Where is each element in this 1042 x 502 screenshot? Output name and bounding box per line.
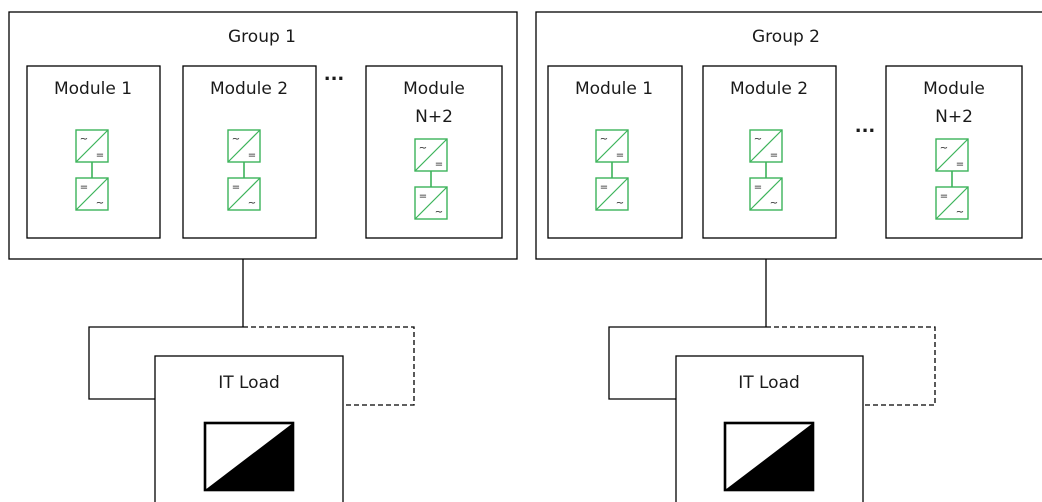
rectifier-icon: ~ = [749, 129, 783, 163]
dc-symbol: = [940, 191, 948, 202]
ac-symbol: ~ [956, 207, 964, 218]
load-icon [723, 421, 815, 492]
dc-symbol: = [754, 182, 762, 193]
module-label-line-1: Module [403, 79, 465, 99]
dc-symbol: = [248, 150, 256, 161]
group-1-module-1: Module 1 ~ = = ~ [26, 65, 161, 239]
ac-symbol: ~ [248, 198, 256, 209]
dc-symbol: = [419, 191, 427, 202]
rectifier-icon: ~ = [227, 129, 261, 163]
converter-pair: ~ = = ~ [414, 138, 448, 220]
dc-symbol: = [96, 150, 104, 161]
load-icon [203, 421, 295, 492]
rectifier-icon: ~ = [75, 129, 109, 163]
ac-symbol: ~ [600, 134, 608, 145]
group-2: Group 2 Module 1 ~ = = ~ [535, 11, 1042, 502]
converter-pair: ~ = = ~ [935, 138, 969, 220]
group-2-distribution [608, 259, 936, 406]
group-1-title: Group 1 [228, 27, 296, 47]
it-load-label: IT Load [218, 373, 280, 393]
rectifier-icon: ~ = [414, 138, 448, 172]
module-label-line-2: N+2 [935, 107, 973, 127]
group-2-primary-feed [608, 326, 766, 400]
dc-symbol: = [770, 150, 778, 161]
inverter-icon: = ~ [414, 186, 448, 220]
group-2-secondary-feed [766, 326, 936, 406]
group-1-primary-feed [88, 326, 243, 400]
dc-symbol: = [80, 182, 88, 193]
ac-symbol: ~ [770, 198, 778, 209]
dc-symbol: = [956, 159, 964, 170]
more-modules-ellipsis: ... [324, 64, 345, 85]
dc-symbol: = [435, 159, 443, 170]
more-modules-ellipsis: ... [855, 116, 876, 137]
dc-symbol: = [232, 182, 240, 193]
module-label: Module 2 [730, 79, 808, 99]
converter-pair: ~ = = ~ [749, 129, 783, 211]
inverter-icon: = ~ [595, 177, 629, 211]
rectifier-icon: ~ = [595, 129, 629, 163]
module-label-line-1: Module [923, 79, 985, 99]
module-label-line-2: N+2 [415, 107, 453, 127]
group-2-module-n-plus-2: Module N+2 ~ = = ~ [885, 65, 1023, 239]
module-label: Module 2 [210, 79, 288, 99]
it-load-label: IT Load [738, 373, 800, 393]
inverter-icon: = ~ [749, 177, 783, 211]
rectifier-icon: ~ = [935, 138, 969, 172]
group-1-module-n-plus-2: Module N+2 ~ = = ~ [365, 65, 503, 239]
dc-symbol: = [616, 150, 624, 161]
ac-symbol: ~ [940, 143, 948, 154]
ac-symbol: ~ [435, 207, 443, 218]
inverter-icon: = ~ [935, 186, 969, 220]
group-1-module-2: Module 2 ~ = = ~ [182, 65, 317, 239]
converter-pair: ~ = = ~ [75, 129, 109, 211]
inverter-icon: = ~ [227, 177, 261, 211]
group-2-it-load: IT Load [675, 355, 864, 502]
converter-pair: ~ = = ~ [595, 129, 629, 211]
ac-symbol: ~ [754, 134, 762, 145]
ac-symbol: ~ [232, 134, 240, 145]
ac-symbol: ~ [80, 134, 88, 145]
inverter-icon: = ~ [75, 177, 109, 211]
group-2-module-2: Module 2 ~ = = ~ [702, 65, 837, 239]
group-1-distribution [88, 259, 415, 406]
group-1: Group 1 Module 1 ~ = = ~ [8, 11, 518, 502]
ac-symbol: ~ [419, 143, 427, 154]
group-2-module-1: Module 1 ~ = = ~ [547, 65, 683, 239]
converter-pair: ~ = = ~ [227, 129, 261, 211]
group-1-it-load: IT Load [154, 355, 344, 502]
ac-symbol: ~ [616, 198, 624, 209]
module-label: Module 1 [54, 79, 132, 99]
group-1-secondary-feed [243, 326, 415, 406]
dc-symbol: = [600, 182, 608, 193]
ac-symbol: ~ [96, 198, 104, 209]
module-label: Module 1 [575, 79, 653, 99]
group-2-title: Group 2 [752, 27, 820, 47]
